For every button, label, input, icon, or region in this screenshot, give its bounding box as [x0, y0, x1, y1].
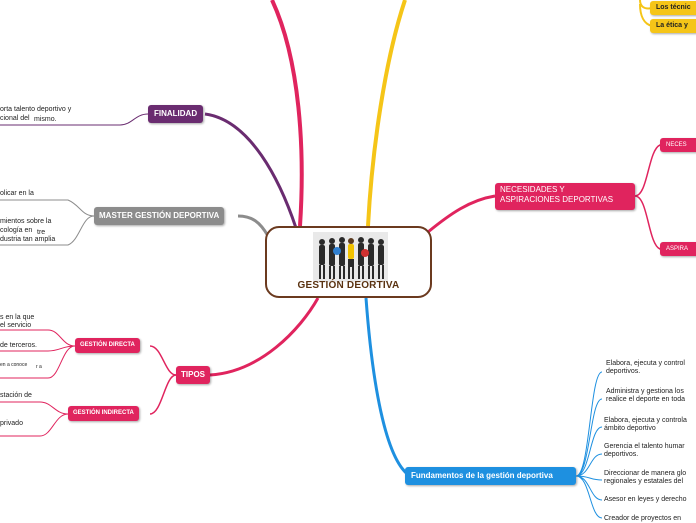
tipos-node[interactable]: TIPOS: [176, 366, 210, 384]
fundamentos-item: regionales y estatales del: [604, 477, 683, 486]
finalidad-item: cional del: [0, 114, 30, 123]
aspiraciones-child-label: ASPIRA: [666, 246, 688, 252]
master-label: MASTER GESTIÓN DEPORTIVA: [99, 211, 219, 220]
connector-center-top-yellow: [368, 0, 405, 226]
fundamentos-item: Creador de proyectos en: [604, 514, 681, 523]
gestion-directa-node[interactable]: GESTIÓN DIRECTA: [75, 338, 140, 353]
master-item: olicar en la: [0, 189, 34, 198]
directa-item: r a: [36, 363, 42, 372]
finalidad-item: mismo.: [34, 115, 57, 124]
necesidades-label-line2: ASPIRACIONES DEPORTIVAS: [500, 195, 630, 205]
fundamentos-item: deportivos.: [604, 450, 638, 459]
yellow-child-node[interactable]: Los técnic: [650, 1, 696, 15]
central-topic-title: GESTIÓN DEORTIVA: [267, 280, 430, 291]
connector-center-fundamentos: [366, 298, 410, 476]
directa-item: de terceros.: [0, 341, 37, 350]
yellow-child-label: La ética y: [656, 22, 688, 29]
master-node[interactable]: MASTER GESTIÓN DEPORTIVA: [94, 207, 224, 225]
yellow-child-label: Los técnic: [656, 4, 691, 11]
connector-center-necesidades: [428, 196, 495, 232]
finalidad-label: FINALIDAD: [154, 109, 197, 118]
gestion-indirecta-node[interactable]: GESTIÓN INDIRECTA: [68, 406, 139, 421]
gestion-indirecta-label: GESTIÓN INDIRECTA: [73, 410, 134, 416]
connector-center-master: [238, 216, 268, 236]
indirecta-item: privado: [0, 419, 23, 428]
master-item: mientos sobre la: [0, 217, 51, 226]
gestion-directa-label: GESTIÓN DIRECTA: [80, 342, 135, 348]
fundamentos-node[interactable]: Fundamentos de la gestión deportiva: [405, 467, 576, 485]
necesidades-child-node[interactable]: NECES: [660, 138, 696, 152]
central-topic[interactable]: GESTIÓN DEORTIVA: [265, 226, 432, 298]
necesidades-child-label: NECES: [666, 142, 687, 148]
fundamentos-label: Fundamentos de la gestión deportiva: [411, 471, 553, 480]
connector-necesidades-children: [635, 145, 696, 249]
directa-item: el servicio: [0, 321, 31, 330]
finalidad-node[interactable]: FINALIDAD: [148, 105, 203, 123]
connector-fundamentos-items: [576, 372, 602, 518]
connector-center-tipos: [210, 298, 318, 375]
master-item: cología en: [0, 226, 32, 235]
fundamentos-item: Asesor en leyes y derecho: [604, 495, 687, 504]
yellow-child-node[interactable]: La ética y: [650, 19, 696, 33]
connector-tipos-directa: [150, 346, 176, 375]
finalidad-item: orta talento deportivo y: [0, 105, 71, 114]
sports-team-photo-icon: [313, 232, 388, 282]
aspiraciones-child-node[interactable]: ASPIRA: [660, 242, 696, 256]
indirecta-item: stación de: [0, 391, 32, 400]
fundamentos-item: deportivos.: [606, 367, 640, 376]
fundamentos-item: ámbito deportivo: [604, 424, 656, 433]
master-item: dustria tan amplia: [0, 235, 55, 244]
connector-tipos-indirecta: [150, 375, 176, 414]
directa-item: en a conoce: [0, 361, 27, 370]
necesidades-node[interactable]: NECESIDADES Y ASPIRACIONES DEPORTIVAS: [495, 183, 635, 210]
fundamentos-item: realice el deporte en toda: [606, 395, 685, 404]
tipos-label: TIPOS: [181, 370, 205, 379]
connector-center-top-red: [272, 0, 302, 226]
necesidades-label-line1: NECESIDADES Y: [500, 185, 630, 195]
